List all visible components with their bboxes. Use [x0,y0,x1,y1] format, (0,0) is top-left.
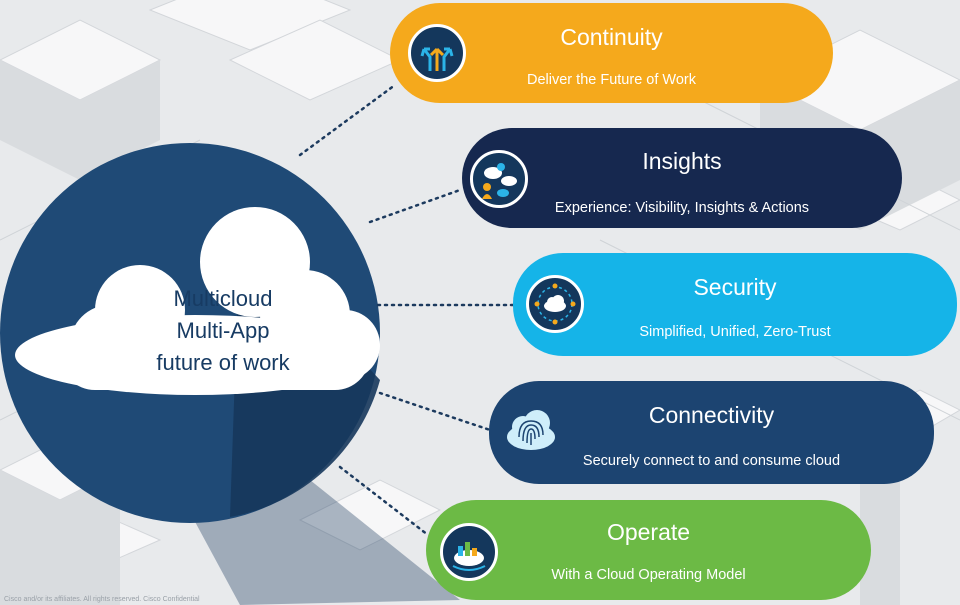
center-line-3: future of work [156,350,290,375]
arrows-diverge-icon [408,24,466,82]
pillar-title: Continuity [560,24,663,50]
center-line-2: Multi-App [176,318,270,343]
pillar-security: Security Simplified, Unified, Zero-Trust [513,253,957,356]
connector-continuity [298,83,397,157]
pillar-subtitle: Experience: Visibility, Insights & Actio… [554,200,810,216]
pillar-title: Operate [606,519,691,545]
connector-connectivity [378,391,492,432]
footer-copyright: Cisco and/or its affiliates. All rights … [4,596,200,603]
pillar-title: Security [693,274,777,300]
connector-operate [338,465,430,537]
cloud-shield-icon [526,275,584,333]
pillar-title: Insights [642,148,722,174]
pillar-insights: Insights Experience: Visibility, Insight… [462,128,902,228]
cloud-shape [15,207,380,395]
pillar-operate: Operate With a Cloud Operating Model [426,500,871,600]
connector-insights [368,188,462,224]
fingerprint-cloud-icon [503,405,559,455]
pillar-subtitle: Securely connect to and consume cloud [582,453,841,469]
center-line-1: Multicloud [173,286,273,311]
pillar-title: Connectivity [648,402,775,428]
cloud-operations-icon [440,523,498,581]
pillar-subtitle: With a Cloud Operating Model [551,567,746,583]
pillar-subtitle: Deliver the Future of Work [527,72,696,88]
pillar-connectivity: Connectivity Securely connect to and con… [489,381,934,484]
pillar-subtitle: Simplified, Unified, Zero-Trust [639,324,831,340]
center-title: Multicloud Multi-App future of work [108,283,338,379]
person-cloud-gear-icon [470,150,528,208]
